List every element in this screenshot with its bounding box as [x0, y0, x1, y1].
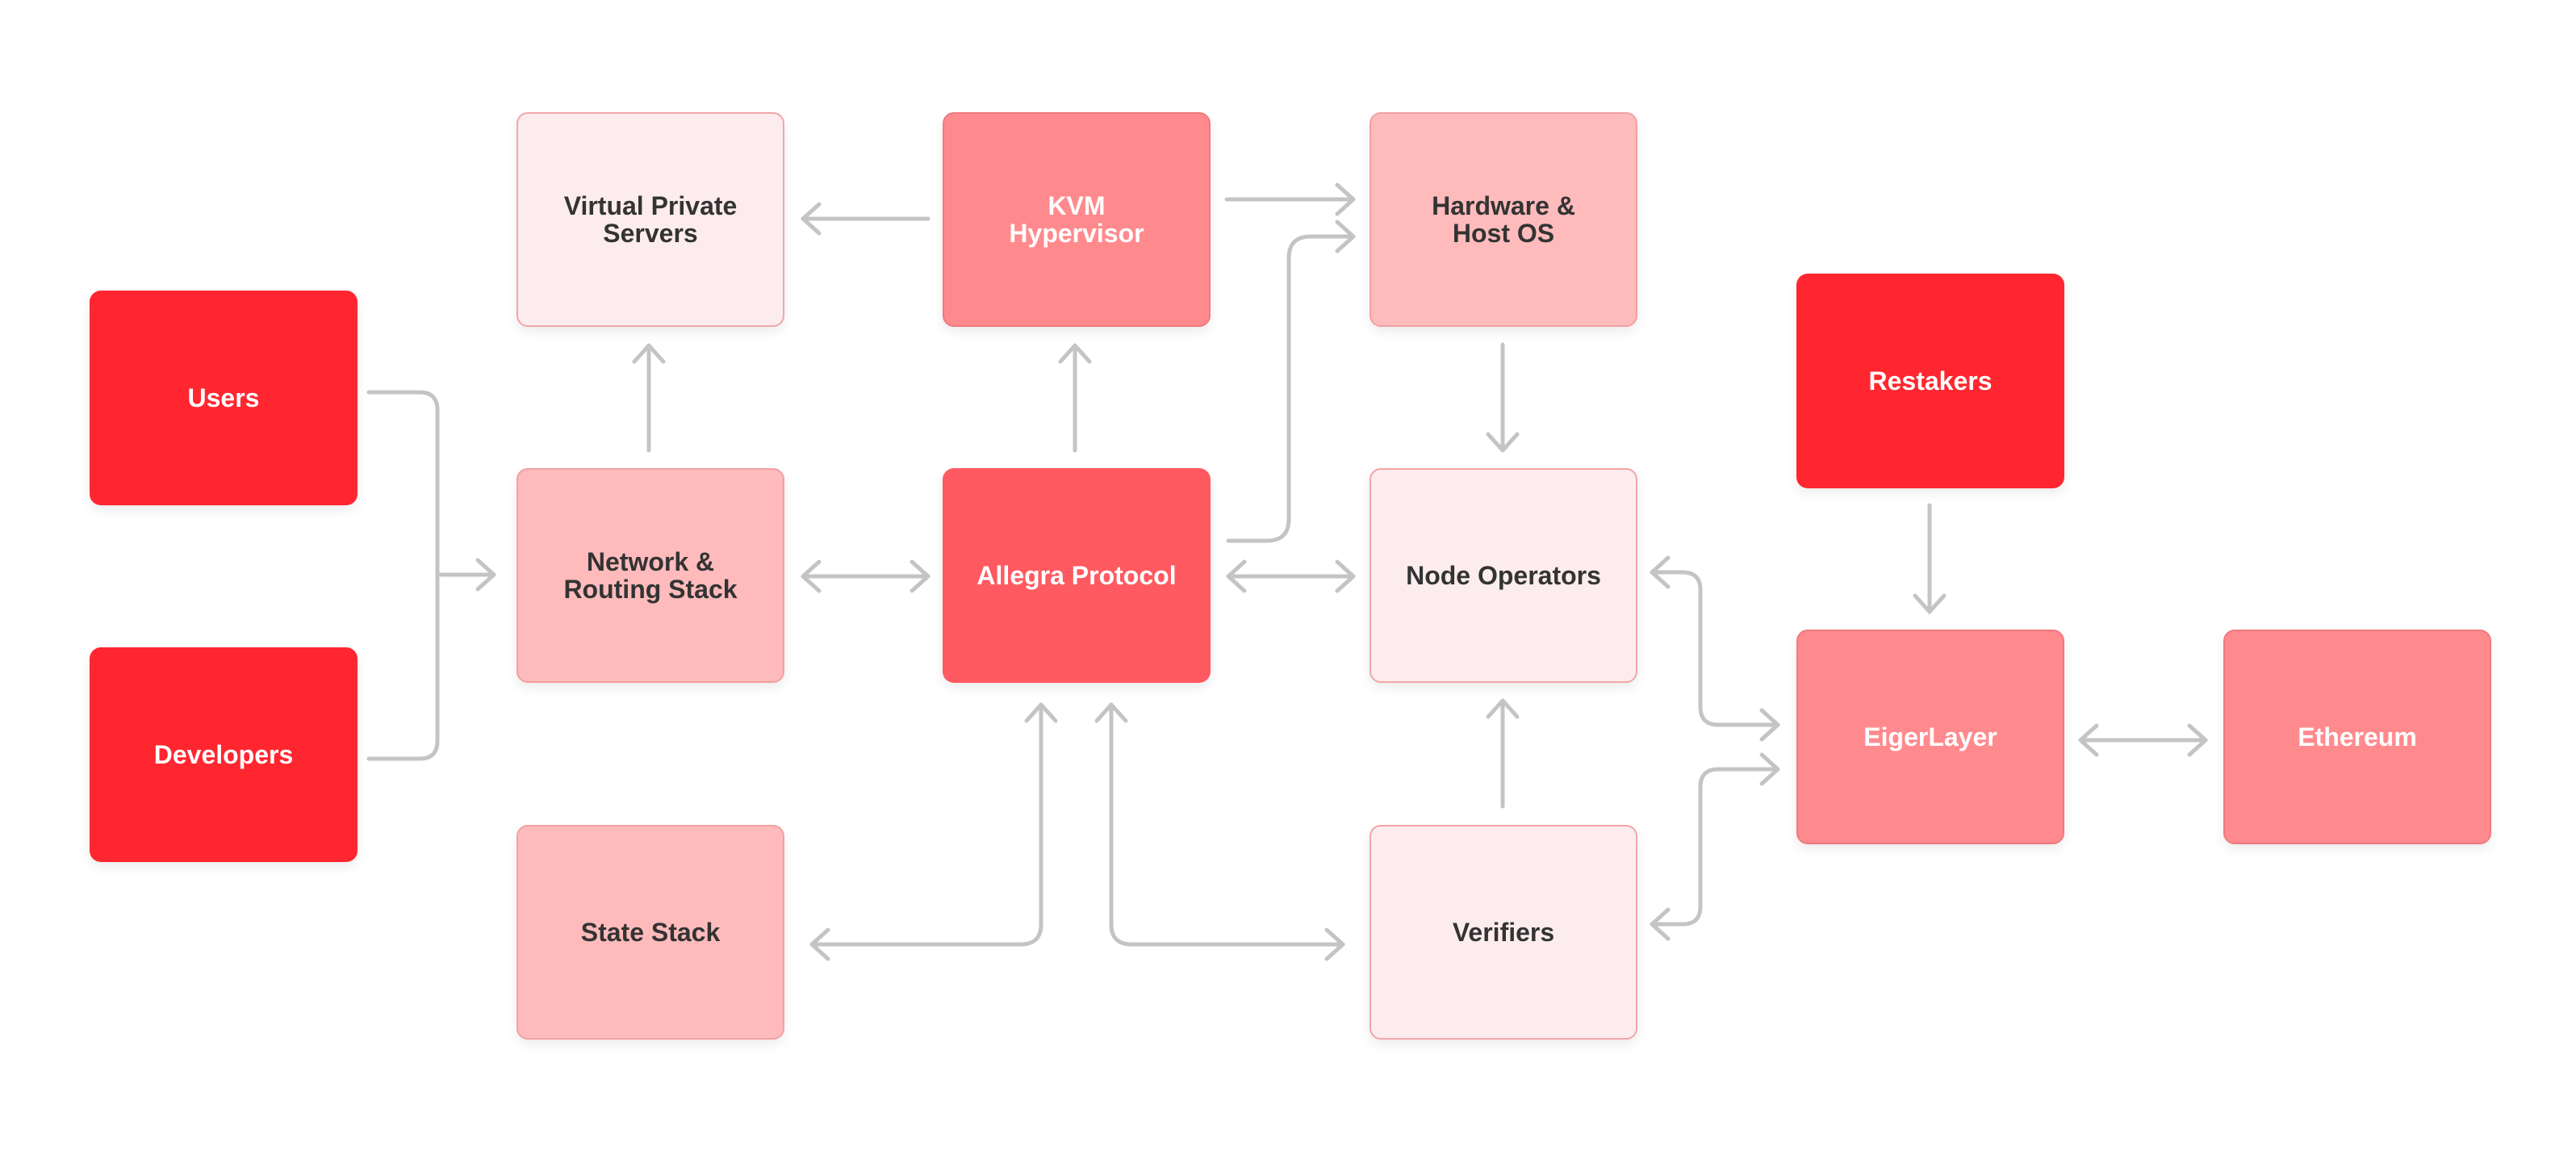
node-verifiers-label: Verifiers [1452, 918, 1555, 947]
node-ethereum: Ethereum [2223, 630, 2491, 844]
arrow-users-to-network [366, 390, 496, 577]
arrowhead-allegra-node-left [1226, 559, 1247, 593]
node-eigerlayer: EigerLayer [1796, 630, 2064, 844]
arrow-state-allegra [809, 702, 1043, 947]
node-vps-label: Virtual Private Servers [563, 191, 738, 248]
arrowhead-kvm-vps [801, 202, 822, 236]
arrowhead-allegra-in-bottom-left [1024, 702, 1058, 723]
node-network-label: Network & Routing Stack [563, 547, 738, 604]
node-allegra-protocol: Allegra Protocol [943, 468, 1211, 683]
node-virtual-private-servers: Virtual Private Servers [516, 112, 784, 327]
node-developers-label: Developers [153, 740, 294, 769]
arrowhead-state-left [809, 927, 830, 961]
arrowhead-kvm-hardware [1335, 182, 1356, 216]
arrowhead-allegra-hardware [1335, 220, 1356, 253]
node-users-label: Users [187, 383, 260, 412]
arrowhead-eiger-ethereum-left [2078, 723, 2099, 757]
arrowhead-eiger-ethereum-right [2187, 723, 2208, 757]
arrowhead-node-in-bottom [1486, 698, 1520, 719]
arrowhead-node-eiger-left [1650, 555, 1671, 589]
arrow-allegra-to-hardware [1226, 234, 1356, 543]
node-state-stack: State Stack [516, 825, 784, 1040]
arrowhead-allegra-node-right [1335, 559, 1356, 593]
arrowhead-node-in-top [1486, 432, 1520, 453]
node-developers: Developers [90, 647, 358, 862]
arrow-node-eiger [1650, 570, 1780, 727]
arrowhead-allegra-out-bottom [1094, 702, 1128, 723]
node-eigerlayer-label: EigerLayer [1863, 722, 1997, 751]
arrowhead-kvm-in [1058, 343, 1092, 364]
node-hardware-label: Hardware & Host OS [1432, 191, 1575, 248]
node-node-operators-label: Node Operators [1406, 561, 1601, 590]
arrowhead-node-eiger-right [1759, 708, 1780, 742]
node-ethereum-label: Ethereum [2298, 722, 2417, 751]
node-state-label: State Stack [580, 918, 721, 947]
node-restakers: Restakers [1796, 274, 2064, 488]
arrowhead-network-allegra-right [910, 559, 930, 593]
arrow-allegra-to-verifiers [1109, 702, 1345, 947]
node-restakers-label: Restakers [1868, 366, 1993, 396]
node-network-routing-stack: Network & Routing Stack [516, 468, 784, 683]
arrow-developers-to-network [366, 572, 440, 761]
arrowhead-verifiers-eiger-right [1759, 752, 1780, 786]
arrowhead-vps-in [632, 343, 666, 364]
node-hardware-host-os: Hardware & Host OS [1370, 112, 1637, 327]
node-kvm-label: KVM Hypervisor [1009, 191, 1144, 248]
node-users: Users [90, 291, 358, 505]
arrow-verifiers-eiger [1650, 767, 1780, 927]
arrowhead-network-allegra-left [801, 559, 822, 593]
node-verifiers: Verifiers [1370, 825, 1637, 1040]
node-allegra-label: Allegra Protocol [976, 561, 1177, 590]
node-node-operators: Node Operators [1370, 468, 1637, 683]
arrowhead-eiger-in-top [1913, 593, 1947, 614]
arrowhead-verifiers-in [1324, 927, 1345, 961]
node-kvm-hypervisor: KVM Hypervisor [943, 112, 1211, 327]
arrowhead-network-in [475, 558, 496, 592]
arrowhead-verifiers-eiger-left [1650, 907, 1671, 941]
